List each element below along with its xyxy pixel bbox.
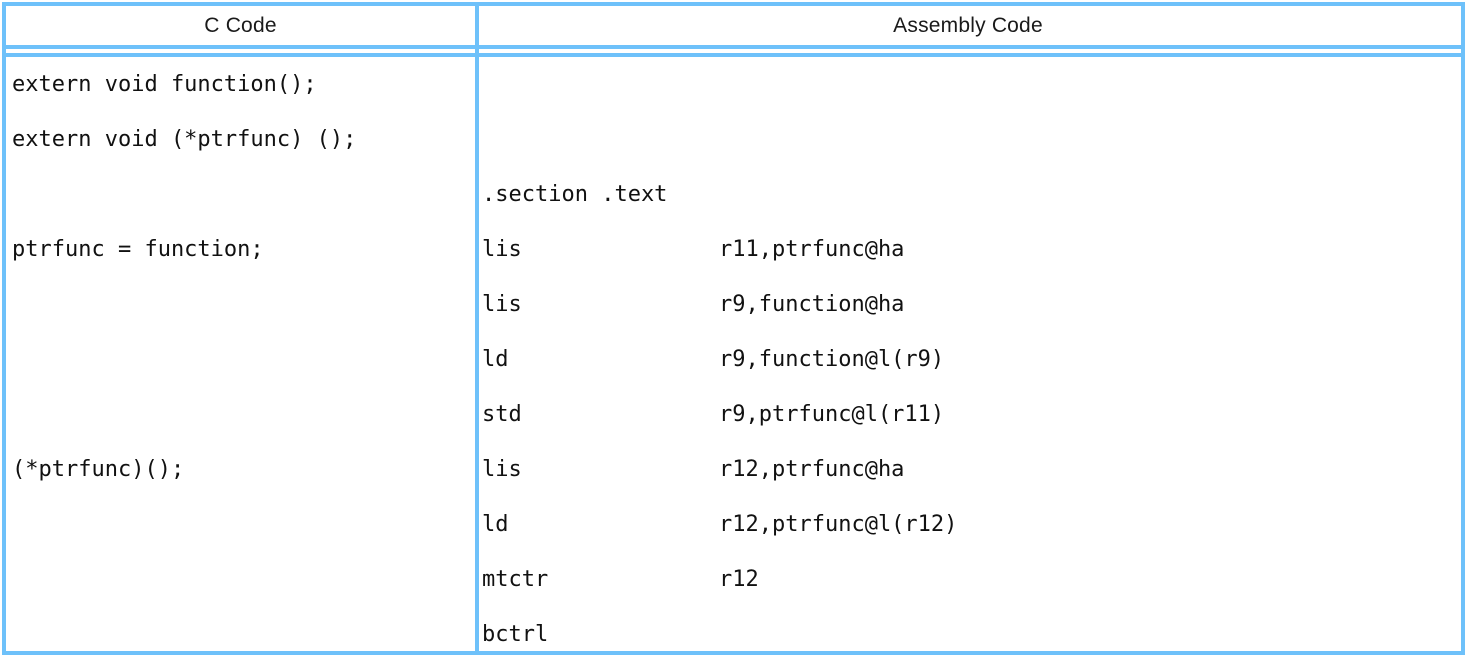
assembly-mnemonic: lis <box>482 292 522 317</box>
assembly-operands: r12,ptrfunc@ha <box>719 457 905 482</box>
assembly-mnemonic: mtctr <box>482 567 549 592</box>
assembly-mnemonic: bctrl <box>482 622 549 647</box>
assembly-mnemonic: lis <box>482 457 522 482</box>
c-code-column: extern void function(); extern void (*ptr… <box>6 57 475 651</box>
c-code-line: extern void (*ptrfunc) (); <box>12 127 357 152</box>
assembly-mnemonic: ld <box>482 512 509 537</box>
assembly-mnemonic: .section .text <box>482 182 668 207</box>
assembly-code-line: bctrl <box>482 607 1461 651</box>
header-cell-assembly-code: Assembly Code <box>893 13 1043 37</box>
assembly-code-column: .section .text lis r11,ptrfunc@ha lis r9,fun… <box>475 57 1461 651</box>
table-border-top <box>2 2 1465 6</box>
assembly-code-line: lis r12,ptrfunc@ha <box>482 442 1461 497</box>
assembly-operands: r9,ptrfunc@l(r11) <box>719 402 945 427</box>
assembly-code-line: lis r11,ptrfunc@ha <box>482 222 1461 277</box>
assembly-operands: r11,ptrfunc@ha <box>719 237 905 262</box>
assembly-code-line: .section .text <box>482 167 1461 222</box>
assembly-mnemonic: std <box>482 402 522 427</box>
table-border-left <box>2 2 6 655</box>
assembly-operands: r12 <box>719 567 759 592</box>
assembly-mnemonic: ld <box>482 347 509 372</box>
c-code-line <box>12 167 475 222</box>
table-border-right <box>1461 2 1465 655</box>
c-code-line <box>12 332 475 387</box>
assembly-operands: r9,function@l(r9) <box>719 347 945 372</box>
assembly-code-line: std r9,ptrfunc@l(r11) <box>482 387 1461 442</box>
assembly-code-line: mtctr r12 <box>482 552 1461 607</box>
header-cell-c-code: C Code <box>204 13 277 37</box>
assembly-code-line <box>482 57 1461 112</box>
assembly-code-line <box>482 112 1461 167</box>
assembly-operands: r12,ptrfunc@l(r12) <box>719 512 958 537</box>
assembly-mnemonic: lis <box>482 237 522 262</box>
c-code-line <box>12 277 475 332</box>
c-code-line: ptrfunc = function; <box>12 237 264 262</box>
table-header-row: C Code Assembly Code <box>6 6 1461 45</box>
assembly-operands: r9,function@ha <box>719 292 905 317</box>
c-code-line: (*ptrfunc)(); <box>12 457 185 482</box>
table-column-divider <box>475 2 479 655</box>
table-border-bottom <box>2 651 1465 655</box>
assembly-code-line: lis r9,function@ha <box>482 277 1461 332</box>
assembly-code-line: ld r9,function@l(r9) <box>482 332 1461 387</box>
c-code-line <box>12 552 475 607</box>
assembly-code-line: ld r12,ptrfunc@l(r12) <box>482 497 1461 552</box>
c-code-line <box>12 387 475 442</box>
header-rule-upper <box>2 45 1465 49</box>
c-code-line: extern void function(); <box>12 72 317 97</box>
header-rule-lower <box>2 53 1465 57</box>
c-code-line <box>12 497 475 552</box>
table-body-row: extern void function(); extern void (*ptr… <box>6 57 1461 651</box>
